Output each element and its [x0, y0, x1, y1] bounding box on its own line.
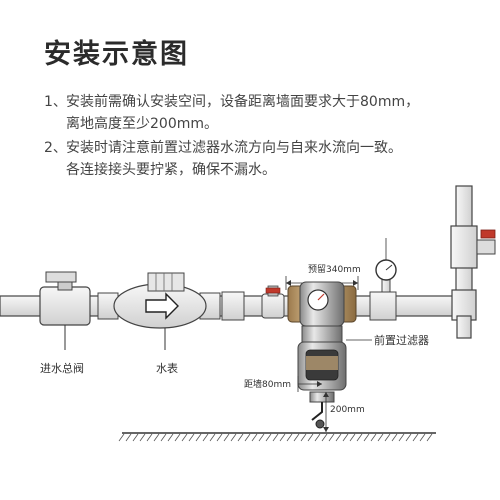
floor-hatch-mark	[398, 433, 405, 442]
floor-hatch-mark	[181, 433, 188, 442]
step-number: 1、	[44, 94, 67, 110]
floor-hatch-mark	[132, 433, 139, 442]
prefilter	[287, 281, 357, 429]
floor-hatch-mark	[335, 433, 342, 442]
floor-hatch-mark	[209, 433, 216, 442]
instruction-step-2: 2、安装时请注意前置过滤器水流方向与自来水流向一致。 各连接接头要拧紧，确保不漏…	[44, 137, 402, 181]
floor-hatch-mark	[356, 433, 363, 442]
water-meter	[97, 272, 221, 350]
riser-pipe	[450, 185, 496, 339]
wall-distance-dimension	[297, 376, 322, 392]
upper-valve-handle-icon	[480, 229, 496, 239]
floor-hatch-mark	[300, 433, 307, 442]
floor-hatch-mark	[349, 433, 356, 442]
floor-hatch-mark	[426, 433, 433, 442]
step-text-line2: 各连接接头要拧紧，确保不漏水。	[66, 162, 276, 178]
floor-hatch-mark	[258, 433, 265, 442]
floor-hatch-mark	[377, 433, 384, 442]
floor-hatch-mark	[195, 433, 202, 442]
floor-hatch-mark	[188, 433, 195, 442]
page-title: 安装示意图	[44, 39, 189, 70]
step-text-line1: 安装时请注意前置过滤器水流方向与自来水流向一致。	[66, 140, 402, 156]
floor-hatch-mark	[153, 433, 160, 442]
floor-hatch-mark	[118, 433, 125, 442]
floor-hatch-mark	[272, 433, 279, 442]
floor-hatch-mark	[244, 433, 251, 442]
floor-hatch-mark	[405, 433, 412, 442]
floor-hatch-mark	[230, 433, 237, 442]
floor-hatch-mark	[321, 433, 328, 442]
floor-hatch-mark	[167, 433, 174, 442]
floor-hatch-mark	[370, 433, 377, 442]
floor-hatch-mark	[125, 433, 132, 442]
inlet-valve-handle-icon	[265, 287, 281, 294]
floor-hatch-mark	[223, 433, 230, 442]
floor-hatch-mark	[139, 433, 146, 442]
floor-hatch-mark	[146, 433, 153, 442]
floor-hatch-mark	[314, 433, 321, 442]
floor-hatch-mark	[202, 433, 209, 442]
floor-hatch-mark	[237, 433, 244, 442]
floor-hatch-mark	[384, 433, 391, 442]
step-number: 2、	[44, 140, 67, 156]
floor-hatch-mark	[307, 433, 314, 442]
outlet-coupling	[369, 291, 397, 321]
step-text-line2: 离地高度至少200mm。	[66, 116, 218, 132]
floor-hatch-mark	[363, 433, 370, 442]
floor-hatch-mark	[412, 433, 419, 442]
floor-hatch-mark	[293, 433, 300, 442]
floor-hatch-mark	[265, 433, 272, 442]
water-meter-label: 水表	[156, 361, 178, 375]
floor-line	[118, 432, 436, 442]
floor-hatch-mark	[216, 433, 223, 442]
floor-hatch-mark	[251, 433, 258, 442]
floor-hatch-mark	[160, 433, 167, 442]
flow-arrow-icon	[145, 292, 179, 320]
wall-distance-label: 距墙80mm	[244, 378, 291, 390]
reserve-dimension-label: 预留340mm	[308, 263, 361, 275]
main-valve	[39, 271, 91, 350]
pressure-gauge	[375, 238, 397, 299]
floor-hatch-mark	[286, 433, 293, 442]
step-text-line1: 安装前需确认安装空间，设备距离墙面要求大于80mm，	[66, 94, 420, 110]
floor-hatch-mark	[391, 433, 398, 442]
floor-hatch-mark	[279, 433, 286, 442]
floor-height-label: 200mm	[330, 405, 365, 415]
floor-hatch-mark	[342, 433, 349, 442]
pipe-coupling	[221, 291, 245, 321]
floor-height-dimension	[323, 392, 329, 432]
floor-hatch-mark	[328, 433, 335, 442]
instruction-step-1: 1、安装前需确认安装空间，设备距离墙面要求大于80mm， 离地高度至少200mm…	[44, 91, 419, 135]
floor-hatch-mark	[174, 433, 181, 442]
floor-hatch-mark	[419, 433, 426, 442]
prefilter-label: 前置过滤器	[374, 333, 429, 347]
main-valve-label: 进水总阀	[40, 361, 84, 375]
